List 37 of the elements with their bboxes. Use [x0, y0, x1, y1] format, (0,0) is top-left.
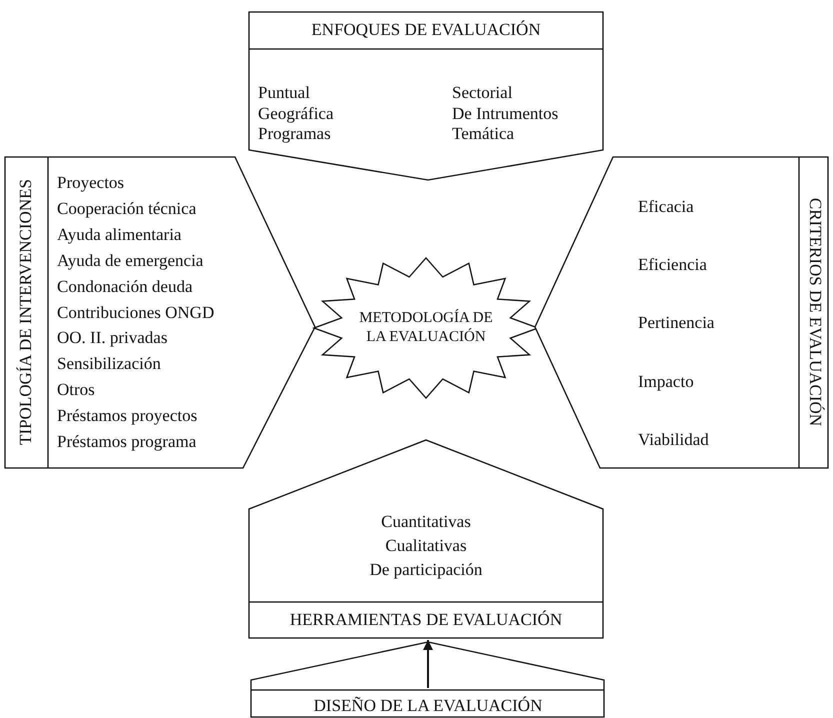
item-label: Cooperación técnica: [57, 198, 196, 219]
item-label: Cuantitativas: [381, 512, 471, 532]
arrow: [423, 640, 433, 688]
item-label: Préstamos proyectos: [57, 406, 198, 426]
panel-heading: CRITERIOS DE EVALUACIÓN: [805, 198, 825, 426]
panel-heading: DISEÑO DE LA EVALUACIÓN: [314, 696, 542, 716]
item-label: Pertinencia: [638, 313, 714, 334]
panel: [249, 12, 604, 182]
panel-heading: TIPOLOGÍA DE INTERVENCIONES: [16, 179, 36, 445]
center-label: METODOLOGÍA DE LA EVALUACIÓN: [358, 309, 494, 347]
item-label: Puntual: [258, 83, 310, 103]
item-label: Condonación deuda: [57, 276, 192, 297]
panel: [533, 157, 829, 469]
panel-heading: ENFOQUES DE EVALUACIÓN: [311, 20, 541, 40]
house-panel: [249, 440, 604, 639]
item-label: Préstamos programa: [57, 432, 196, 452]
item-label: Ayuda alimentaria: [57, 224, 182, 245]
item-label: Ayuda de emergencia: [57, 250, 204, 271]
house-panel: [251, 642, 605, 718]
item-label: Proyectos: [57, 173, 124, 193]
item-label: Viabilidad: [638, 430, 709, 450]
item-label: De Intrumentos: [452, 104, 558, 124]
panel: [5, 157, 316, 469]
item-label: Eficacia: [638, 197, 694, 217]
item-label: Temática: [452, 124, 514, 144]
item-label: Otros: [57, 380, 95, 400]
item-label: Contribuciones ONGD: [57, 302, 214, 322]
item-label: Geográfica: [258, 104, 334, 124]
panel-heading: HERRAMIENTAS DE EVALUACIÓN: [290, 610, 562, 630]
item-label: OO. II. privadas: [57, 328, 168, 348]
item-label: Cualitativas: [385, 536, 467, 556]
item-label: Impacto: [638, 372, 694, 392]
item-label: Sectorial: [452, 83, 512, 103]
item-label: Programas: [258, 124, 331, 144]
item-label: Eficiencia: [638, 255, 707, 276]
item-label: De participación: [370, 560, 482, 580]
item-label: Sensibilización: [57, 354, 161, 374]
